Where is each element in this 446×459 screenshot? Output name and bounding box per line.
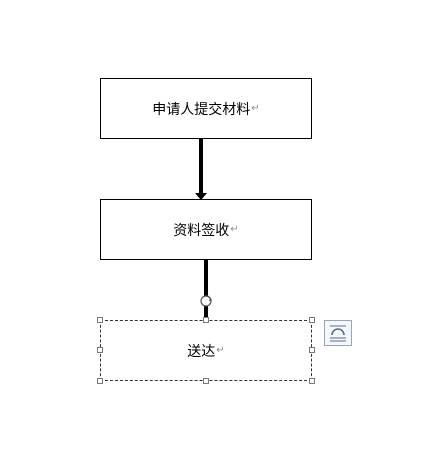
resize-handle-bottom[interactable] <box>203 378 209 384</box>
resize-handle-top-left[interactable] <box>97 317 103 323</box>
connector-arrow-1[interactable] <box>199 139 203 194</box>
resize-handle-right[interactable] <box>309 347 315 353</box>
flowchart-box-deliver[interactable]: 送达↵ <box>100 320 312 381</box>
flowchart-box-deliver-label: 送达 <box>187 343 216 360</box>
resize-handle-left[interactable] <box>97 347 103 353</box>
paragraph-mark-icon: ↵ <box>230 224 239 235</box>
resize-handle-top[interactable] <box>203 317 209 323</box>
rotate-handle-icon[interactable] <box>199 294 213 308</box>
paragraph-mark-icon: ↵ <box>216 345 225 356</box>
paragraph-mark-icon: ↵ <box>251 103 260 114</box>
resize-handle-bottom-right[interactable] <box>309 378 315 384</box>
arrowhead-icon <box>195 193 207 200</box>
flowchart-box-submit[interactable]: 申请人提交材料↵ <box>100 78 312 139</box>
layout-options-button[interactable] <box>324 320 352 346</box>
flowchart-box-receive[interactable]: 资料签收↵ <box>100 199 312 260</box>
selection-frame <box>100 320 312 381</box>
connector-line-2[interactable] <box>204 260 208 318</box>
resize-handle-bottom-left[interactable] <box>97 378 103 384</box>
layout-options-icon <box>330 325 346 342</box>
resize-handle-top-right[interactable] <box>309 317 315 323</box>
flowchart-box-receive-label: 资料签收 <box>173 222 230 239</box>
flowchart-box-submit-label: 申请人提交材料 <box>152 101 251 118</box>
